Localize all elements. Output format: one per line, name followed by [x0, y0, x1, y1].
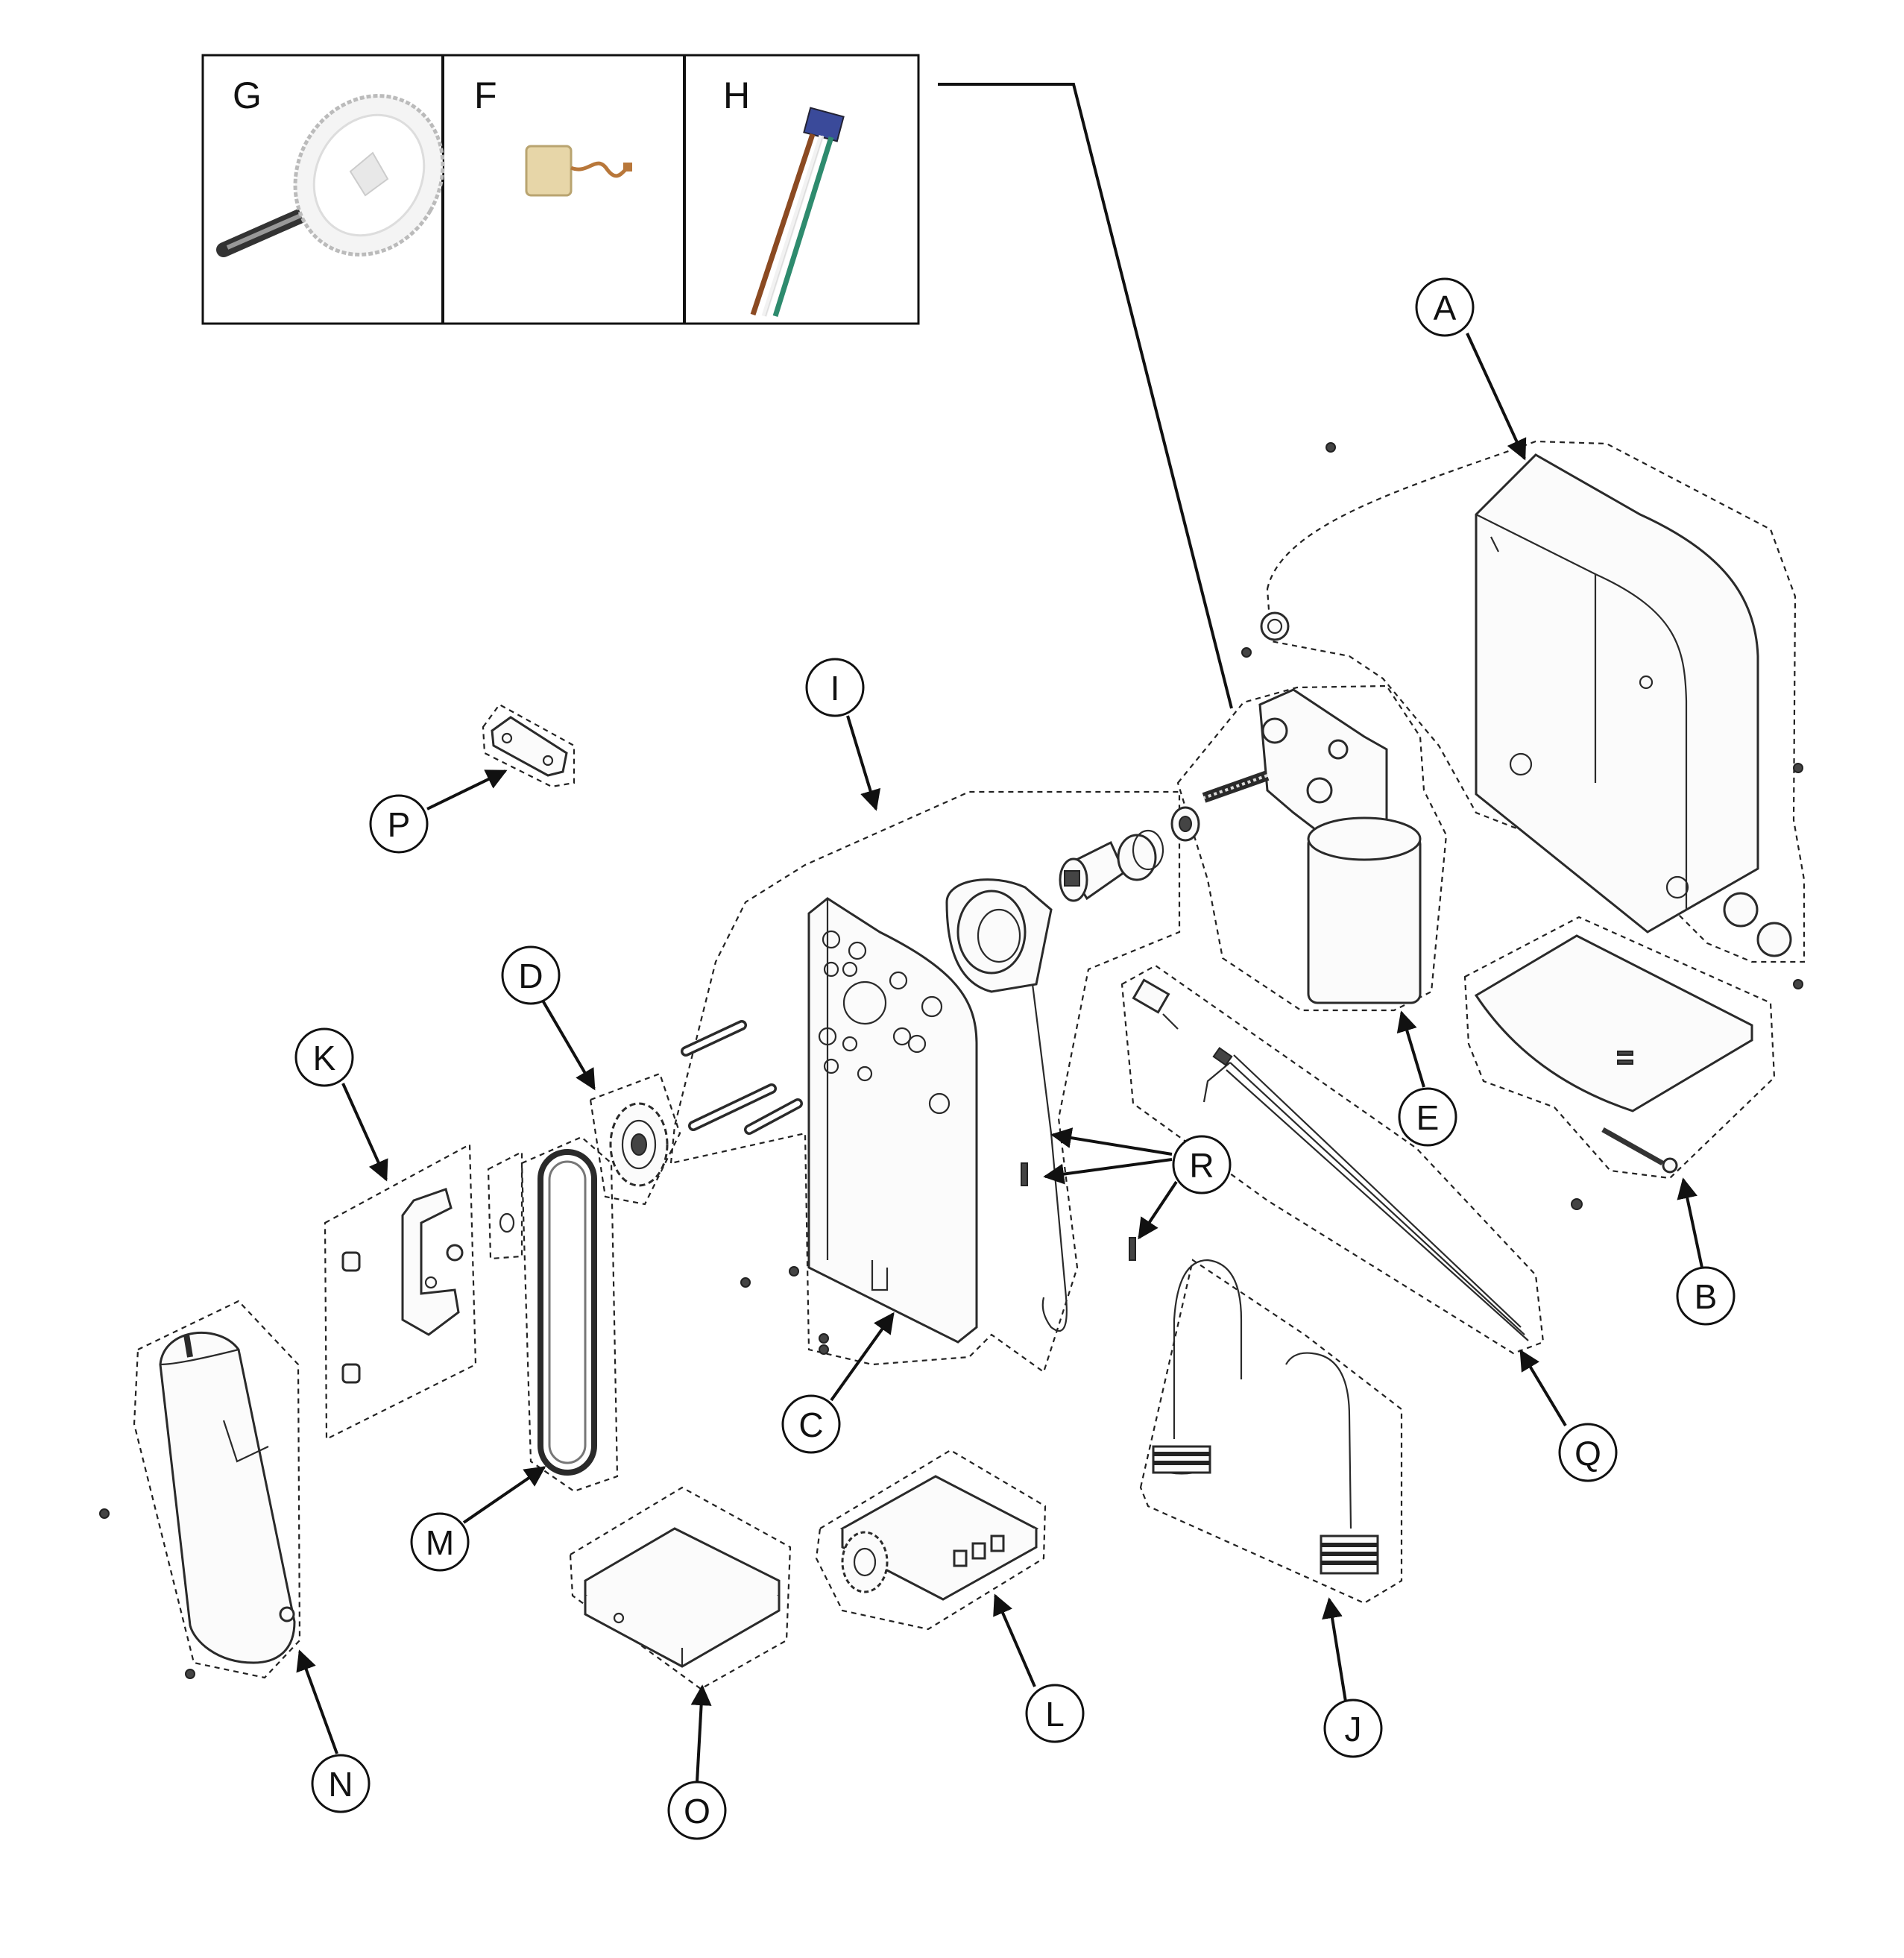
callout-b: B	[1676, 1266, 1736, 1326]
svg-text:K: K	[313, 1039, 336, 1077]
sprocket-part	[499, 1102, 669, 1233]
inset-panel	[201, 54, 920, 325]
motor-part	[1170, 688, 1422, 1004]
leader-b	[1677, 1177, 1703, 1268]
bracket-part	[341, 1188, 464, 1384]
svg-text:J: J	[1345, 1710, 1362, 1748]
leader-e	[1396, 1010, 1425, 1088]
leader-o	[690, 1684, 712, 1783]
brush-illustration	[525, 145, 632, 197]
callout-a: A	[1415, 277, 1475, 337]
leader-n	[296, 1649, 338, 1754]
plate-part	[681, 897, 978, 1355]
callout-c: C	[781, 1394, 841, 1454]
group-outline-j	[1139, 1259, 1403, 1605]
leader-i	[846, 715, 881, 811]
weights-part	[1152, 1259, 1379, 1575]
cover-part	[99, 1332, 296, 1679]
svg-text:L: L	[1045, 1695, 1065, 1734]
tray-part	[1474, 934, 1753, 1210]
svg-text:P: P	[388, 805, 411, 844]
chain-part	[538, 1149, 597, 1476]
group-outline-washer	[487, 1150, 523, 1260]
callout-bubbles: A B C D E I J K	[294, 277, 1736, 1840]
inset-label-h: H	[723, 75, 750, 116]
leader-j	[1322, 1597, 1347, 1702]
inset-leader	[938, 83, 1233, 709]
svg-text:R: R	[1189, 1146, 1214, 1185]
group-outline-e	[1176, 684, 1448, 1012]
leader-d	[541, 999, 596, 1091]
leader-l	[993, 1593, 1036, 1687]
svg-text:N: N	[328, 1765, 353, 1804]
callout-k: K	[294, 1027, 354, 1087]
group-outline-k	[324, 1143, 477, 1441]
group-outline-n	[133, 1300, 301, 1679]
leader-k	[341, 1083, 388, 1182]
electronics-box-part	[839, 1475, 1039, 1601]
coupling-parts	[1059, 829, 1164, 902]
group-outline-b	[1463, 916, 1776, 1180]
inset-label-f: F	[474, 75, 497, 116]
group-outline-p	[482, 703, 576, 788]
leader-r-2	[1043, 1158, 1173, 1185]
clip-part	[491, 716, 568, 777]
leader-r-1	[1050, 1127, 1173, 1156]
leader-a	[1466, 333, 1527, 461]
callout-leaders	[296, 333, 1703, 1783]
callout-n: N	[311, 1754, 371, 1813]
callout-o: O	[667, 1781, 727, 1840]
callout-e: E	[1398, 1087, 1457, 1147]
leader-q	[1519, 1349, 1567, 1427]
callout-r: R	[1172, 1135, 1232, 1194]
inset-label-g: G	[233, 75, 262, 116]
svg-text:E: E	[1416, 1098, 1440, 1137]
callout-m: M	[410, 1512, 470, 1572]
group-outline-i	[669, 790, 1181, 1373]
group-outline-l	[815, 1449, 1047, 1631]
callout-j: J	[1323, 1699, 1383, 1758]
svg-text:B: B	[1695, 1277, 1718, 1316]
wire-assembly-part	[1132, 978, 1529, 1341]
svg-text:Q: Q	[1574, 1434, 1601, 1473]
callout-l: L	[1025, 1684, 1085, 1743]
callout-p: P	[369, 794, 429, 854]
leader-p	[426, 769, 508, 810]
housing-part	[1241, 442, 1803, 989]
svg-text:A: A	[1434, 289, 1457, 327]
callout-q: Q	[1558, 1423, 1618, 1482]
svg-text:I: I	[830, 669, 840, 708]
group-outline-q	[1120, 964, 1545, 1355]
callout-i: I	[805, 658, 865, 717]
leader-m	[462, 1466, 546, 1524]
group-outline-o	[569, 1486, 792, 1690]
leader-c	[830, 1312, 895, 1402]
gear-shaft-illustration	[216, 94, 445, 257]
svg-text:M: M	[426, 1523, 454, 1562]
svg-text:O: O	[684, 1792, 710, 1830]
callout-d: D	[501, 945, 561, 1005]
group-outline-m	[520, 1136, 619, 1493]
inset-labels: G F H	[233, 75, 750, 116]
svg-text:C: C	[798, 1405, 823, 1444]
drum-part	[945, 878, 1136, 1332]
leader-r-3	[1138, 1180, 1178, 1240]
wire-harness-illustration	[750, 107, 845, 318]
svg-text:D: D	[518, 957, 543, 995]
box-part	[584, 1527, 781, 1668]
